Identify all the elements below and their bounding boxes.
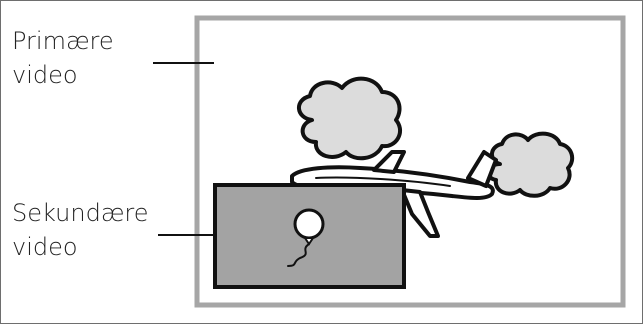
cloud-left — [299, 79, 400, 159]
cloud-right — [488, 134, 572, 196]
